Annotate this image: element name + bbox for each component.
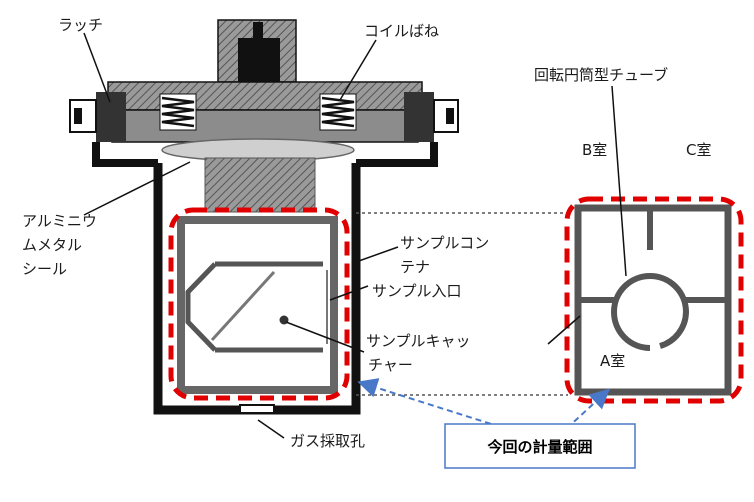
sample-catcher-label-line2: チャー	[368, 356, 413, 374]
sample-container-label-line1: サンプルコン	[400, 234, 489, 252]
aluminum-seal-label-line3: シール	[22, 260, 67, 278]
rotating-tube-label: 回転円筒型チューブ	[534, 66, 668, 84]
sample-container-label-line2: テナ	[400, 258, 430, 276]
sample-catcher	[177, 216, 338, 394]
room-b-label: B室	[582, 141, 607, 159]
coil-spring-left	[159, 93, 197, 131]
sample-inlet-label: サンプル入口	[372, 282, 462, 300]
container-body	[153, 163, 361, 415]
chamber-detail	[574, 204, 732, 396]
aluminum-seal-label-line1: アルミニウ	[22, 212, 97, 230]
room-a-label: A室	[600, 352, 625, 370]
scope-highlight-right	[564, 196, 744, 404]
aluminum-seal-label-line2: ムメタル	[22, 236, 82, 254]
measurement-scope-box: 今回の計量範囲	[444, 423, 636, 469]
coil-spring-label: コイルばね	[364, 22, 439, 40]
latch-label: ラッチ	[58, 16, 103, 34]
coil-spring-right	[319, 93, 357, 131]
measurement-scope-label: 今回の計量範囲	[486, 438, 592, 456]
sample-catcher-label-line1: サンプルキャッ	[366, 332, 471, 350]
scope-highlight-left	[168, 207, 350, 401]
room-c-label: C室	[686, 141, 711, 159]
leader-lines	[83, 32, 627, 439]
lid-assembly	[69, 19, 459, 213]
gas-port-label: ガス採取孔	[290, 432, 365, 450]
